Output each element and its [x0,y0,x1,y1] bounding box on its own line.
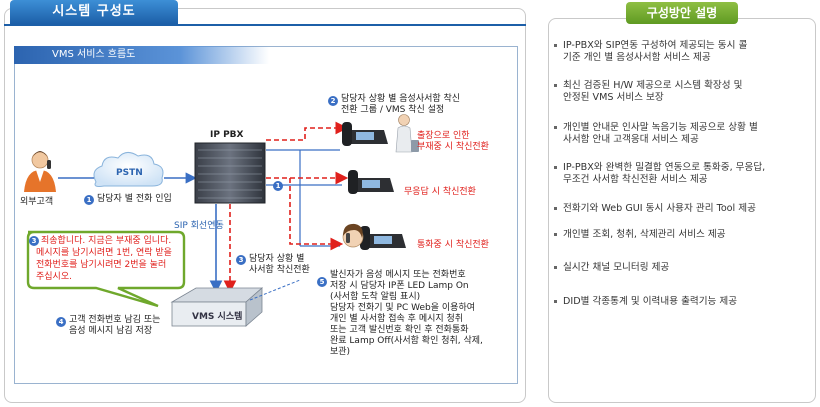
ip-phone-icon-3 [360,226,406,250]
vms-server-icon [170,287,264,327]
step-1-badge: 1 [84,195,94,205]
bullet-icon [554,207,557,210]
step-1-text: 담당자 별 전화 인입 [97,194,172,204]
destination-3-label: 통화중 시 착신전환 [417,240,489,250]
list-item-line: 기준 개인 별 음성사서함 서비스 제공 [563,52,711,63]
list-item-line: 전화기와 Web GUI 동시 사용자 관리 Tool 제공 [563,203,756,214]
list-item: IP-PBX와 완벽한 밀결합 연동으로 통화중, 무응답, 무조건 사서함 착… [552,162,810,186]
bullet-icon [554,166,557,169]
list-item: 개인별 조회, 청취, 삭제관리 서비스 제공 [552,229,810,241]
pstn-cloud-icon [93,152,164,187]
title-rule [4,24,526,26]
flow-diagram [24,114,419,327]
step-5-badge: 5 [317,277,327,287]
step-3-line-1: 죄송합니다. 지금은 부재중 입니다. [41,236,172,246]
step-4-line-2: 음성 메시지 남김 저장 [69,326,153,336]
step-5-line-7: 완료 Lamp Off(사서함 확인 청취, 삭제, [330,336,483,346]
destination-1-line-2: 부재중 시 착신전환 [417,142,489,152]
list-item-line: 사서함 안내 고객응대 서비스 제공 [563,134,699,145]
step-3b-badge: 3 [236,255,246,265]
customer-person-icon [24,151,56,192]
step-1-badge-secondary: 1 [273,181,283,191]
system-diagram-title: 시스템 구성도 [10,0,178,24]
step-5-line-3: (사서함 도착 알림 표시) [330,292,421,302]
destination-1-line-1: 출장으로 인한 [417,131,470,141]
list-item-line: 개인별 조회, 청취, 삭제관리 서비스 제공 [563,229,726,240]
step-3b-line-1: 담당자 상황 별 [249,254,305,264]
step-5-line-1: 발신자가 음성 메시지 또는 전화번호 [330,270,466,280]
step-5-line-6: 또는 고객 발신번호 확인 후 전화통화 [330,325,469,335]
sip-label: SIP 회선연동 [174,221,224,231]
step-4-line-1: 고객 전화번호 남김 또는 [69,315,161,325]
list-item: DID별 각종통계 및 이력내용 출력기능 제공 [552,296,810,308]
step-3-badge: 3 [29,236,39,246]
list-item: 전화기와 Web GUI 동시 사용자 관리 Tool 제공 [552,203,810,215]
bullet-icon [554,266,557,269]
list-item: 최신 검증된 H/W 제공으로 시스템 확장성 및 안정된 VMS 서비스 보장 [552,80,810,104]
step-2-line-1: 담당자 상황 별 음성사서함 착신 [341,94,461,104]
list-item-line: IP-PBX와 완벽한 밀결합 연동으로 통화중, 무응답, [563,162,766,173]
ippbx-label: IP PBX [210,130,244,140]
step-2-badge: 2 [328,96,338,106]
step-4-badge: 4 [56,317,66,327]
step-3-line-2: 메시지를 남기시려면 1번, 연락 받을 [36,248,172,258]
list-item-line: 안정된 VMS 서비스 보장 [563,92,664,103]
ip-phone-icon-1 [342,122,388,146]
busy-person-icon [342,223,364,248]
list-item-line: 무조건 사서함 착신전환 서비스 제공 [563,174,708,185]
step-5-line-4: 담당자 전화기 및 PC Web을 이용하여 [330,303,475,313]
step-5-line-2: 저장 시 담당자 IP폰 LED Lamp On [330,281,469,291]
description-title: 구성방안 설명 [626,2,738,24]
list-item-line: DID별 각종통계 및 이력내용 출력기능 제공 [563,296,738,307]
list-item-line: 최신 검증된 H/W 제공으로 시스템 확장성 및 [563,80,743,91]
customer-label: 외부고객 [20,197,54,207]
bullet-icon [554,44,557,47]
ip-pbx-icon [194,142,266,204]
vms-label: VMS 시스템 [192,312,243,322]
list-item-line: 개인별 안내문 인사말 녹음기능 제공으로 상황 별 [563,122,758,133]
list-item-line: IP-PBX와 SIP연동 구성하여 제공되는 동시 콜 [563,40,748,51]
step-3-line-3: 전화번호를 남기시려면 2번을 눌러 [36,260,167,270]
list-item: 실시간 채널 모니터링 제공 [552,262,810,274]
bullet-icon [554,126,557,129]
list-item: 개인별 안내문 인사말 녹음기능 제공으로 상황 별 사서함 안내 고객응대 서… [552,122,810,146]
step-2-line-2: 전환 그룹 / VMS 착신 설정 [341,105,445,115]
bullet-icon [554,233,557,236]
step-5-line-5: 개인 별 사서함 접속 후 메시지 청취 [330,314,464,324]
step-5-line-8: 보관) [330,347,351,357]
step-3b-line-2: 사서함 착신전환 [249,265,310,275]
traveller-person-icon [395,114,419,153]
list-item-line: 실시간 채널 모니터링 제공 [563,262,670,273]
destination-2-label: 무응답 시 착신전환 [404,187,476,197]
bullet-icon [554,300,557,303]
list-item: IP-PBX와 SIP연동 구성하여 제공되는 동시 콜 기준 개인 별 음성사… [552,40,810,64]
step-3-line-4: 주십시오. [36,272,72,282]
pstn-label: PSTN [116,168,143,178]
vms-flow-title: VMS 서비스 흐름도 [14,46,269,64]
bullet-icon [554,84,557,87]
ip-phone-icon-2 [348,170,394,194]
description-panel [548,18,816,403]
